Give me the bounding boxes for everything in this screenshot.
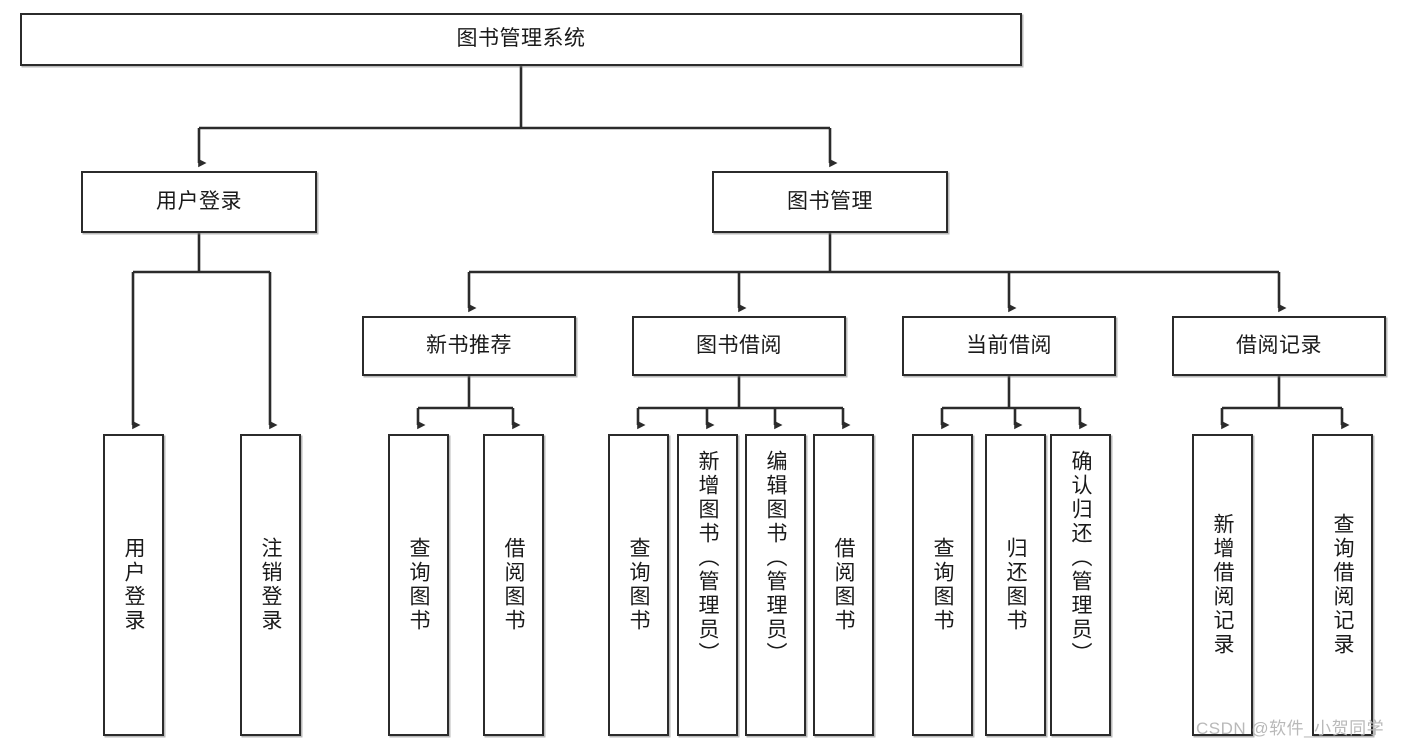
csdn-watermark: CSDN @软件_小贺同学 xyxy=(1196,719,1385,738)
node-leaf-query-borrow-record[interactable]: 查询借阅记录 xyxy=(1312,434,1373,736)
node-leaf-return-book-label: 归还图书 xyxy=(1004,537,1027,633)
node-root-label: 图书管理系统 xyxy=(456,27,586,51)
node-borrow-record[interactable]: 借阅记录 xyxy=(1172,316,1386,376)
node-new-book-recommend-label: 新书推荐 xyxy=(426,333,512,357)
node-leaf-add-borrow-record[interactable]: 新增借阅记录 xyxy=(1192,434,1253,736)
node-leaf-query-book-current-label: 查询图书 xyxy=(931,537,954,633)
node-new-book-recommend[interactable]: 新书推荐 xyxy=(362,316,576,376)
node-leaf-query-book-newbook[interactable]: 查询图书 xyxy=(388,434,449,736)
node-leaf-user-login-label: 用户登录 xyxy=(122,537,145,633)
node-leaf-return-book[interactable]: 归还图书 xyxy=(985,434,1046,736)
node-leaf-edit-book-label: 编辑图书（管理员） xyxy=(764,450,787,666)
node-leaf-add-book[interactable]: 新增图书（管理员） xyxy=(677,434,738,736)
node-root[interactable]: 图书管理系统 xyxy=(20,13,1022,66)
node-leaf-add-book-label: 新增图书（管理员） xyxy=(696,450,719,666)
node-leaf-user-login[interactable]: 用户登录 xyxy=(103,434,164,736)
node-leaf-borrow-book-borrow[interactable]: 借阅图书 xyxy=(813,434,874,736)
node-book-manage-label: 图书管理 xyxy=(787,189,873,213)
node-current-borrow-label: 当前借阅 xyxy=(966,333,1052,357)
node-leaf-query-borrow-record-label: 查询借阅记录 xyxy=(1331,513,1354,657)
node-leaf-borrow-book-newbook[interactable]: 借阅图书 xyxy=(483,434,544,736)
node-leaf-query-book-current[interactable]: 查询图书 xyxy=(912,434,973,736)
node-leaf-query-book-borrow[interactable]: 查询图书 xyxy=(608,434,669,736)
node-leaf-logout[interactable]: 注销登录 xyxy=(240,434,301,736)
node-user-login-label: 用户登录 xyxy=(156,189,242,213)
node-leaf-confirm-return-label: 确认归还（管理员） xyxy=(1069,450,1092,666)
node-leaf-query-book-newbook-label: 查询图书 xyxy=(407,537,430,633)
node-leaf-edit-book[interactable]: 编辑图书（管理员） xyxy=(745,434,806,736)
node-leaf-confirm-return[interactable]: 确认归还（管理员） xyxy=(1050,434,1111,736)
node-leaf-borrow-book-borrow-label: 借阅图书 xyxy=(832,537,855,633)
node-book-manage[interactable]: 图书管理 xyxy=(712,171,948,233)
node-current-borrow[interactable]: 当前借阅 xyxy=(902,316,1116,376)
node-leaf-add-borrow-record-label: 新增借阅记录 xyxy=(1211,513,1234,657)
node-leaf-logout-label: 注销登录 xyxy=(259,537,282,633)
node-book-borrow-label: 图书借阅 xyxy=(696,333,782,357)
node-user-login[interactable]: 用户登录 xyxy=(81,171,317,233)
node-leaf-borrow-book-newbook-label: 借阅图书 xyxy=(502,537,525,633)
node-book-borrow[interactable]: 图书借阅 xyxy=(632,316,846,376)
node-leaf-query-book-borrow-label: 查询图书 xyxy=(627,537,650,633)
node-borrow-record-label: 借阅记录 xyxy=(1236,333,1322,357)
